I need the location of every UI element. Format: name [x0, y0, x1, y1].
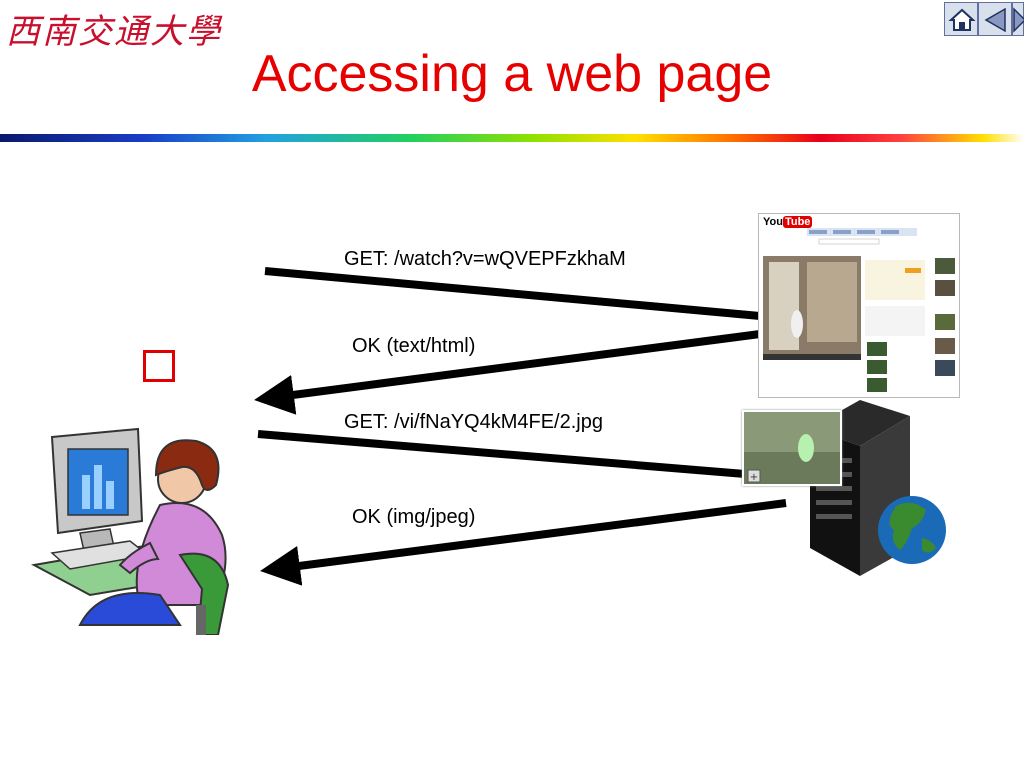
response-1-label: OK (text/html): [352, 335, 476, 357]
webpage-content: [763, 228, 955, 392]
triangle-left-icon: [984, 7, 1006, 33]
triangle-right-icon: [1013, 7, 1024, 33]
home-button[interactable]: [944, 2, 978, 36]
response-2-label: OK (img/jpeg): [352, 506, 476, 528]
request-1-arrow: [264, 267, 761, 320]
slide-title: Accessing a web page: [251, 45, 773, 103]
request-1-label: GET: /watch?v=wQVEPFzkhaM: [344, 248, 626, 270]
svg-text:+: +: [750, 472, 758, 483]
university-logo: 西南交通大學: [6, 12, 222, 52]
home-icon: [948, 8, 976, 31]
rainbow-divider: [0, 134, 1024, 142]
previous-button[interactable]: [978, 2, 1012, 36]
request-2-label: GET: /vi/fNaYQ4kM4FE/2.jpg: [344, 411, 603, 433]
red-square-marker: [143, 350, 175, 382]
request-2-arrow: [257, 430, 746, 478]
response-1-arrow: [254, 330, 761, 415]
response-2-arrow: [260, 499, 787, 586]
thumbnail-image: +: [744, 412, 840, 484]
user-at-computer-icon: [30, 427, 230, 635]
next-button[interactable]: [1012, 2, 1024, 36]
jpeg-thumbnail: +: [742, 410, 842, 486]
